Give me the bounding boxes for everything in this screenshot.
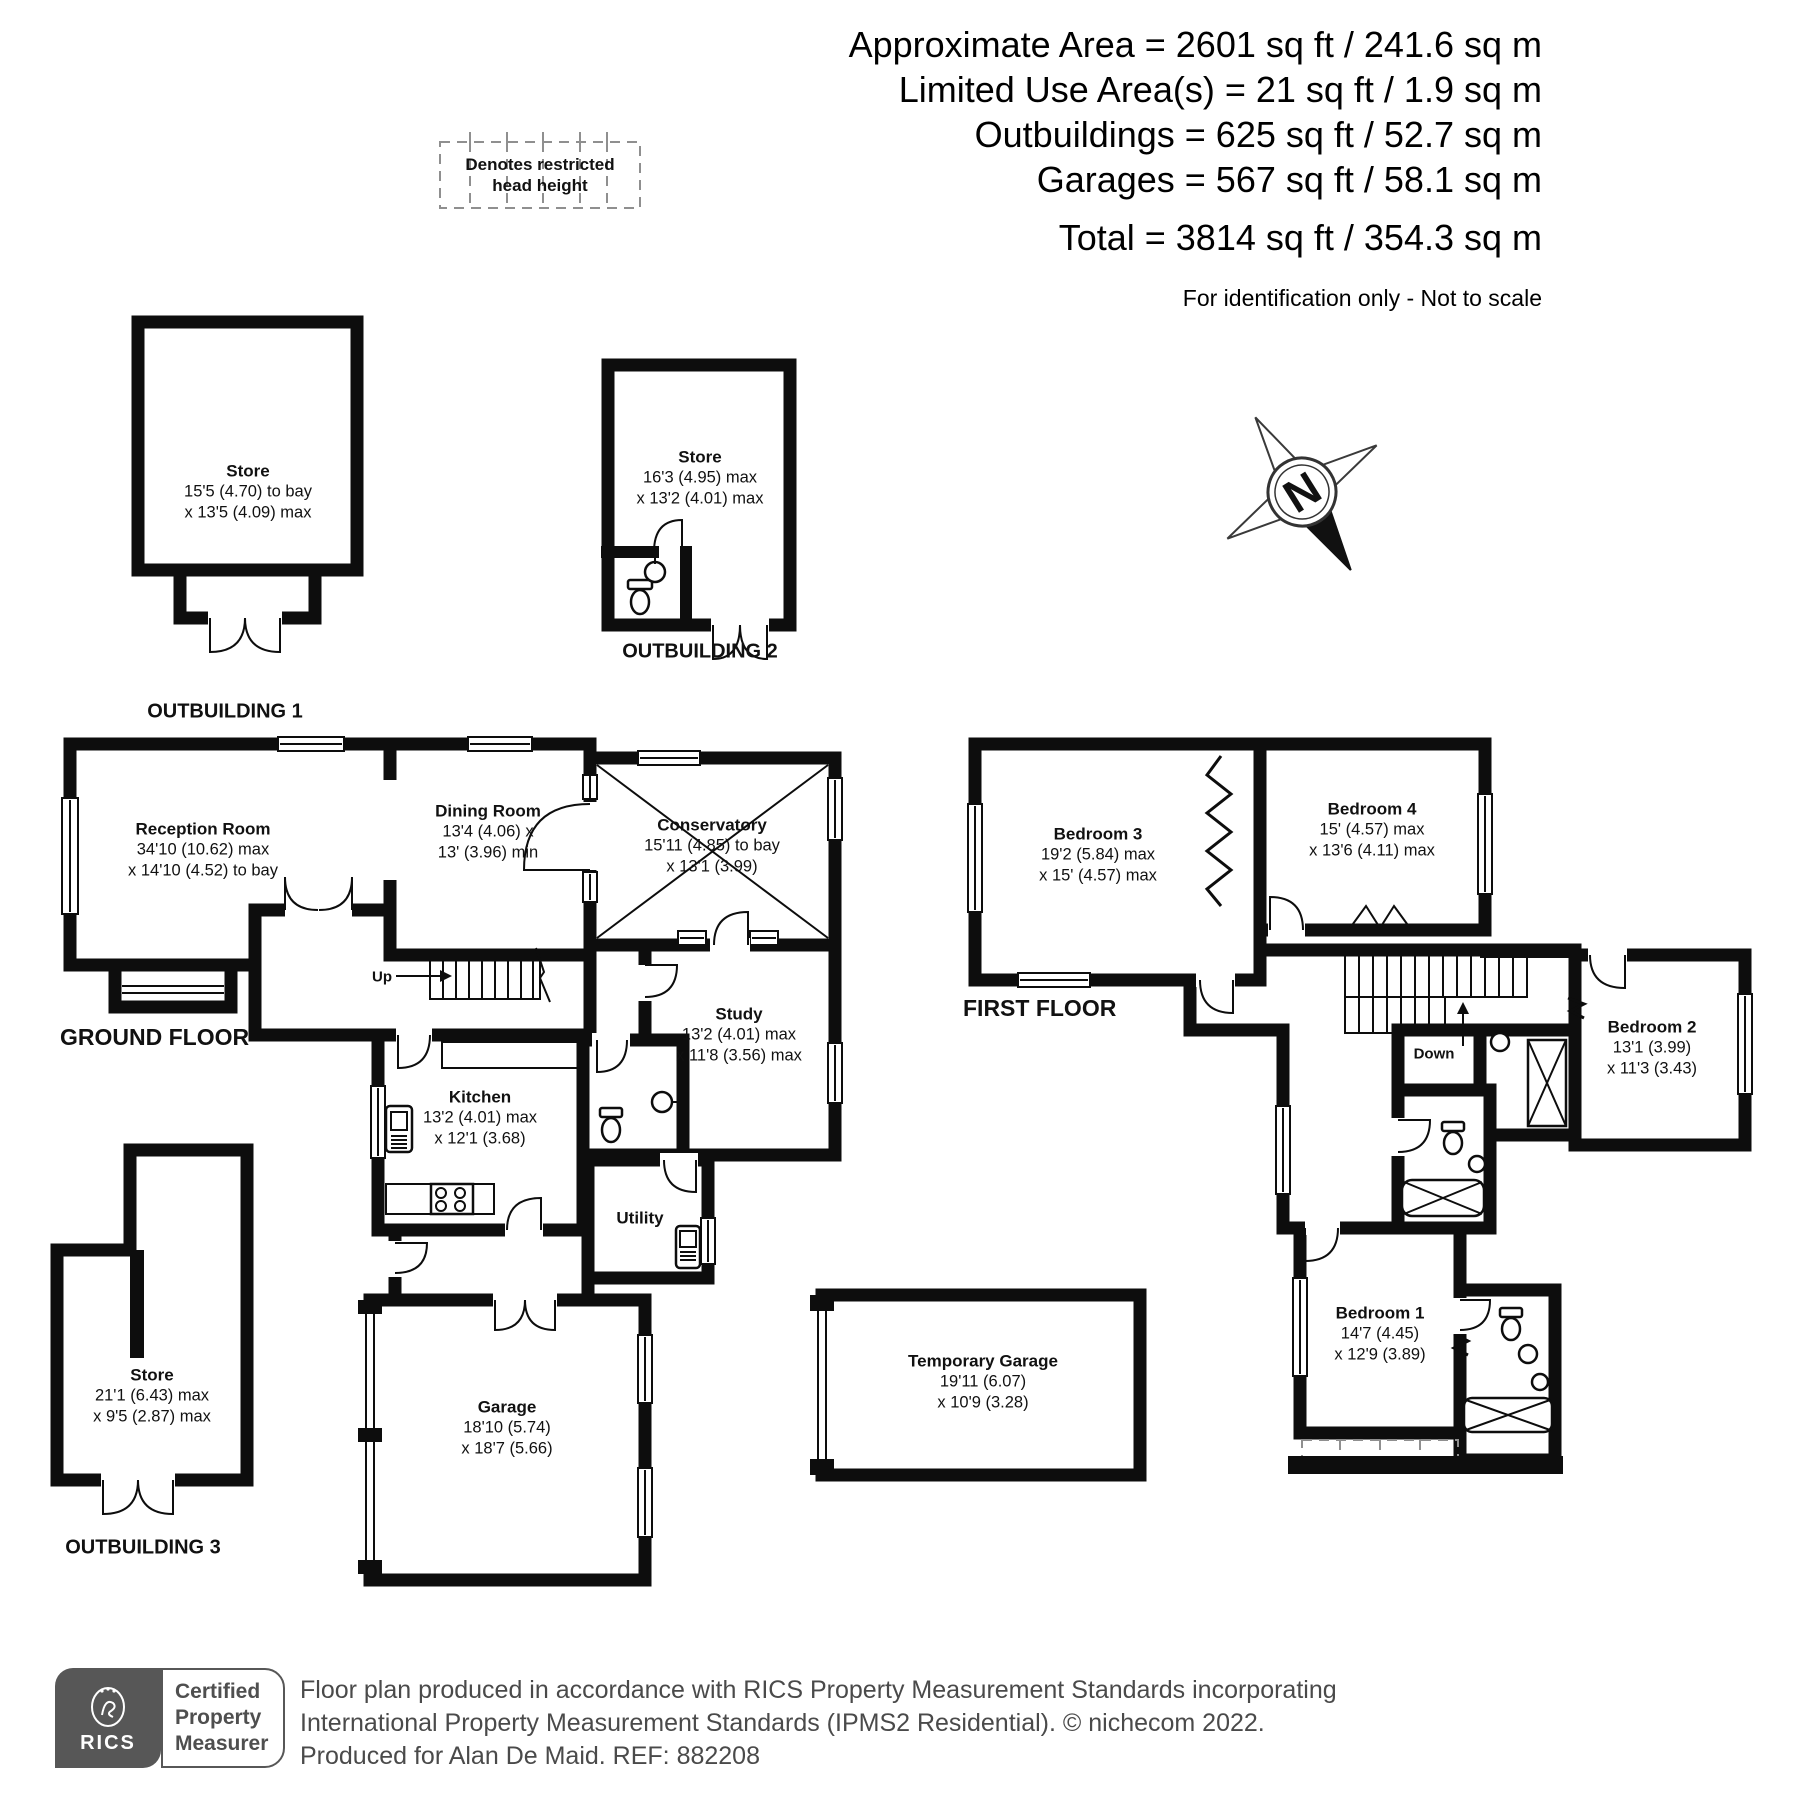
room-label-study: Study 13'2 (4.01) max x 11'8 (3.56) max	[676, 1004, 802, 1065]
rics-logo: RICS	[55, 1668, 161, 1768]
room-label-dining: Dining Room 13'4 (4.06) x 13' (3.96) min	[435, 801, 541, 862]
outbuilding1-plan	[131, 315, 364, 654]
first-floor-windows	[967, 793, 1753, 1377]
area-summary: Approximate Area = 2601 sq ft / 241.6 sq…	[849, 22, 1542, 321]
room-label-store2: Store 16'3 (4.95) max x 13'2 (4.01) max	[636, 447, 764, 508]
room-label-bedroom2: Bedroom 2 13'1 (3.99) x 11'3 (3.43)	[1607, 1017, 1697, 1078]
ensuite-toilet-icon	[1498, 1306, 1524, 1342]
ground-floor-plan	[61, 736, 843, 1587]
toilet-icon	[626, 578, 654, 616]
outbuilding3-plan	[50, 1143, 254, 1516]
hob-icon	[385, 1182, 495, 1216]
restricted-head-height-legend	[439, 132, 641, 209]
stairs-down	[1344, 952, 1528, 1046]
room-label-store1: Store 15'5 (4.70) to bay x 13'5 (4.09) m…	[184, 461, 312, 522]
outbuilding3-label: OUTBUILDING 3	[65, 1536, 221, 1559]
outbuilding2-label: OUTBUILDING 2	[622, 640, 778, 663]
room-label-garage: Garage 18'10 (5.74) x 18'7 (5.66)	[461, 1397, 553, 1458]
kitchen-sink-icon	[384, 1104, 414, 1154]
room-label-utility: Utility	[616, 1208, 664, 1228]
footer-line2: International Property Measurement Stand…	[300, 1709, 1265, 1737]
temporary-garage-plan	[810, 1288, 1147, 1482]
stairs-down-label: Down	[1413, 1045, 1455, 1063]
ensuite-sink-icon	[1517, 1343, 1539, 1365]
wc-toilet-icon	[598, 1106, 624, 1144]
room-label-store3: Store 21'1 (6.43) max x 9'5 (2.87) max	[93, 1365, 211, 1426]
bathroom-bath-icon	[1400, 1178, 1486, 1218]
stairs-up-label: Up	[372, 968, 392, 986]
footer-line1: Floor plan produced in accordance with R…	[300, 1676, 1337, 1704]
wc-sink-icon	[650, 1090, 680, 1114]
room-label-bedroom1: Bedroom 1 14'7 (4.45) x 12'9 (3.89)	[1334, 1303, 1426, 1364]
outbuilding2-plan	[601, 358, 797, 661]
ensuite-sink2-icon	[1530, 1372, 1550, 1392]
limited-use-area: Limited Use Area(s) = 21 sq ft / 1.9 sq …	[898, 69, 1542, 110]
first-floor-label: FIRST FLOOR	[963, 995, 1117, 1021]
utility-sink-icon	[674, 1224, 702, 1270]
footer-disclaimer: Floor plan produced in accordance with R…	[300, 1674, 1350, 1773]
bathroom-sink-icon	[1467, 1154, 1487, 1174]
bathroom-toilet-icon	[1440, 1120, 1466, 1156]
certified-property-measurer-badge: Certified Property Measurer	[161, 1668, 285, 1768]
room-label-conservatory: Conservatory 15'11 (4.85) to bay x 13'1 …	[644, 815, 780, 876]
kitchen-counter	[441, 1041, 581, 1069]
ground-floor-label: GROUND FLOOR	[60, 1024, 250, 1050]
footer-line3: Produced for Alan De Maid. REF: 882208	[300, 1742, 760, 1770]
rics-lion-icon	[91, 1686, 125, 1727]
room-label-temp-garage: Temporary Garage 19'11 (6.07) x 10'9 (3.…	[908, 1351, 1058, 1412]
first-floor-plan	[967, 737, 1753, 1474]
first-floor-doors	[1196, 895, 1627, 1334]
approximate-area: Approximate Area = 2601 sq ft / 241.6 sq…	[848, 24, 1542, 65]
outbuilding1-label: OUTBUILDING 1	[147, 700, 303, 723]
stairs-up	[396, 947, 551, 1003]
legend-label: Denotes restricted head height	[465, 155, 615, 195]
rics-wordmark: RICS	[80, 1731, 136, 1754]
total-area: Total = 3814 sq ft / 354.3 sq m	[1058, 217, 1542, 258]
ensuite-bath-icon	[1462, 1396, 1554, 1434]
identification-note: For identification only - Not to scale	[1182, 285, 1542, 311]
sink-icon	[643, 558, 667, 584]
landing-sink-icon	[1489, 1031, 1511, 1053]
room-label-kitchen: Kitchen 13'2 (4.01) max x 12'1 (3.68)	[422, 1087, 538, 1148]
compass-icon: N	[1226, 416, 1378, 571]
outbuildings-area: Outbuildings = 625 sq ft / 52.7 sq m	[974, 114, 1542, 155]
ground-floor-doors	[284, 802, 750, 1332]
garages-area: Garages = 567 sq ft / 58.1 sq m	[1036, 159, 1542, 200]
shower-icon	[1526, 1038, 1568, 1128]
room-label-reception: Reception Room 34'10 (10.62) max x 14'10…	[128, 819, 278, 880]
room-label-bedroom4: Bedroom 4 15' (4.57) max x 13'6 (4.11) m…	[1309, 799, 1435, 860]
ground-floor-windows	[61, 736, 843, 1538]
room-label-bedroom3: Bedroom 3 19'2 (5.84) max x 15' (4.57) m…	[1039, 824, 1157, 885]
